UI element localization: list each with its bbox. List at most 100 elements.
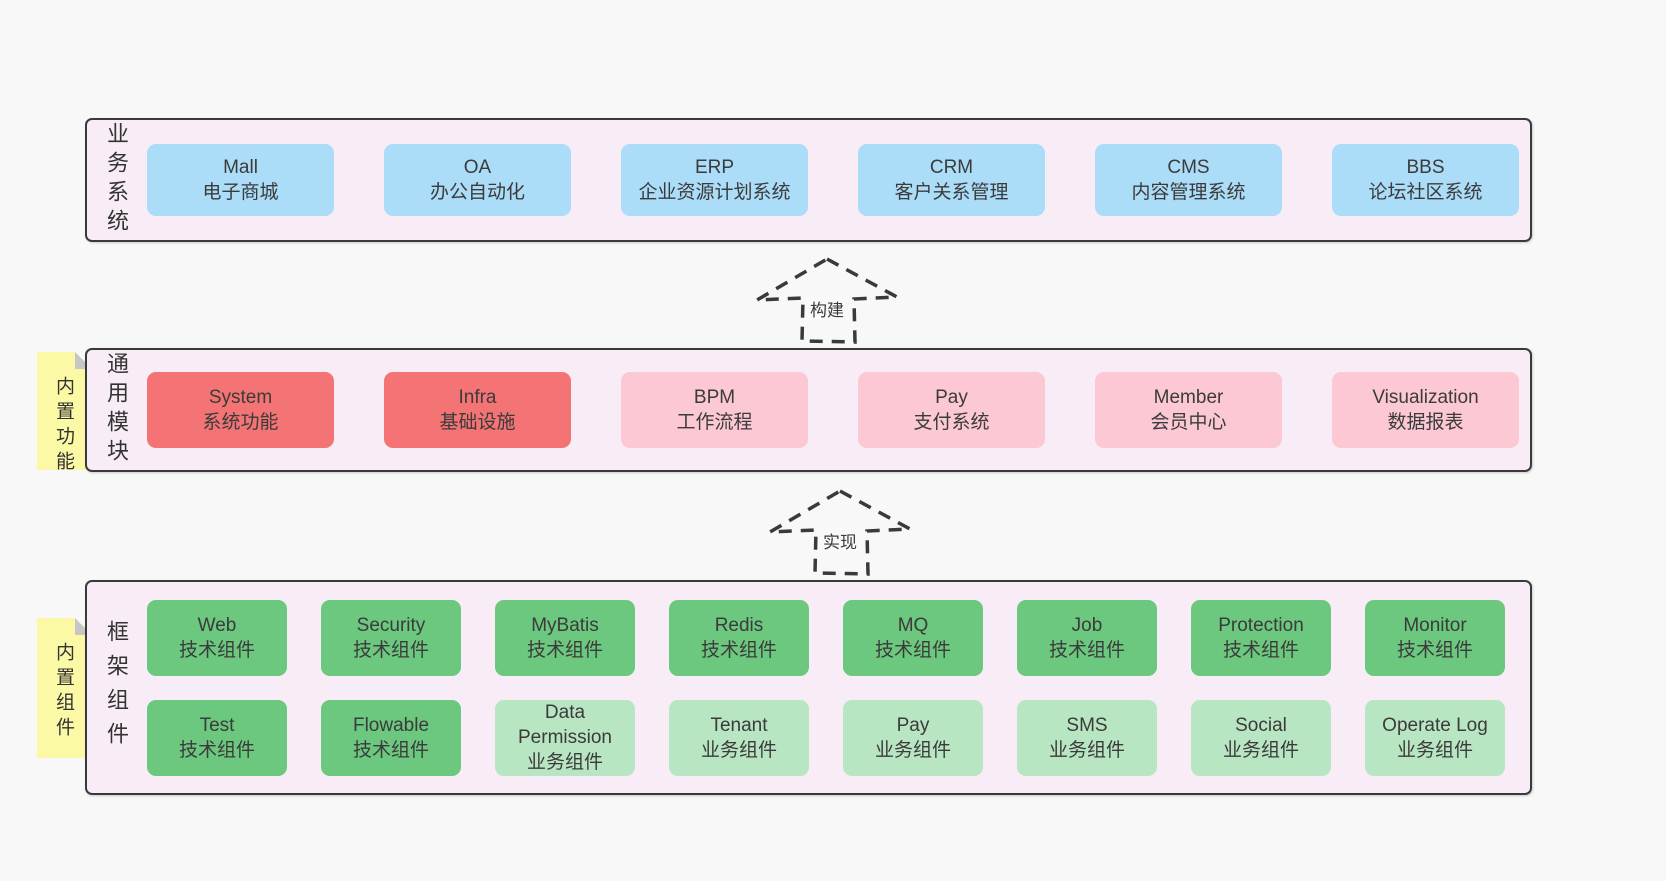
common-modules-label: 通用模块 — [104, 352, 129, 468]
section-common-modules: 通用模块 System 系统功能 Infra 基础设施 BPM 工作流程 Pay… — [85, 348, 1532, 472]
box-subtitle: 技术组件 — [526, 639, 603, 661]
box-monitor: Monitor 技术组件 — [1365, 599, 1505, 676]
box-subtitle: 企业资源计划系统 — [638, 182, 791, 203]
box-subtitle: 技术组件 — [178, 639, 255, 661]
box-title: Member — [1153, 387, 1224, 408]
box-pay-component: Pay 业务组件 — [843, 699, 983, 776]
framework-row-2: Test 技术组件 Flowable 技术组件 Data Permission … — [147, 699, 1505, 776]
box-subtitle: 基础设施 — [439, 412, 516, 433]
box-member: Member 会员中心 — [1095, 372, 1282, 448]
box-subtitle: 论坛社区系统 — [1368, 182, 1483, 203]
box-flowable: Flowable 技术组件 — [321, 699, 461, 776]
section-business-systems: 业务系统 Mall 电子商城 OA 办公自动化 ERP 企业资源计划系统 CRM… — [85, 118, 1532, 242]
box-sms: SMS 业务组件 — [1017, 699, 1157, 776]
box-social: Social 业务组件 — [1191, 699, 1331, 776]
box-title: Data Permission — [518, 702, 612, 748]
box-title: Infra — [458, 387, 497, 408]
framework-components-boxes: Web 技术组件 Security 技术组件 MyBatis 技术组件 Redi… — [147, 582, 1505, 793]
box-subtitle: 技术组件 — [1222, 639, 1299, 661]
box-test: Test 技术组件 — [147, 699, 287, 776]
box-subtitle: 技术组件 — [1048, 639, 1125, 661]
implement-arrow-label: 实现 — [818, 527, 862, 554]
box-subtitle: 办公自动化 — [429, 182, 525, 203]
framework-row-1: Web 技术组件 Security 技术组件 MyBatis 技术组件 Redi… — [147, 599, 1505, 676]
box-title: CRM — [929, 157, 974, 178]
box-tenant: Tenant 业务组件 — [669, 699, 809, 776]
box-title: Social — [1235, 714, 1287, 736]
build-arrow-label: 构建 — [805, 295, 849, 322]
box-protection: Protection 技术组件 — [1191, 599, 1331, 676]
box-subtitle: 会员中心 — [1150, 412, 1227, 433]
build-arrow: 构建 — [752, 254, 902, 346]
box-cms: CMS 内容管理系统 — [1095, 144, 1282, 216]
box-infra: Infra 基础设施 — [384, 372, 571, 448]
box-subtitle: 客户关系管理 — [894, 182, 1009, 203]
box-subtitle: 技术组件 — [700, 639, 777, 661]
box-data-permission: Data Permission 业务组件 — [495, 699, 635, 776]
box-title: Operate Log — [1382, 714, 1488, 736]
box-title: Tenant — [710, 714, 768, 736]
box-bbs: BBS 论坛社区系统 — [1332, 144, 1519, 216]
box-title: Protection — [1218, 614, 1304, 636]
implement-arrow: 实现 — [765, 486, 915, 578]
box-title: BPM — [693, 387, 736, 408]
box-subtitle: 技术组件 — [1396, 639, 1473, 661]
box-title: BBS — [1406, 157, 1445, 178]
box-title: MQ — [897, 614, 929, 636]
box-title: Test — [199, 714, 235, 736]
box-erp: ERP 企业资源计划系统 — [621, 144, 808, 216]
business-systems-label: 业务系统 — [104, 122, 129, 238]
box-title: System — [208, 387, 273, 408]
tag-built-in-features: 内置功能 — [37, 352, 92, 470]
box-title: Visualization — [1372, 387, 1479, 408]
box-job: Job 技术组件 — [1017, 599, 1157, 676]
box-title: Pay — [896, 714, 930, 736]
box-mq: MQ 技术组件 — [843, 599, 983, 676]
box-subtitle: 技术组件 — [352, 739, 429, 761]
box-title: Pay — [935, 387, 968, 408]
section-framework-components: 框架组件 Web 技术组件 Security 技术组件 MyBatis 技术组件… — [85, 580, 1532, 795]
box-title: MyBatis — [531, 614, 599, 636]
box-subtitle: 工作流程 — [676, 412, 753, 433]
box-subtitle: 数据报表 — [1387, 412, 1464, 433]
box-subtitle: 支付系统 — [913, 412, 990, 433]
box-mall: Mall 电子商城 — [147, 144, 334, 216]
framework-components-label: 框架组件 — [104, 619, 129, 756]
box-subtitle: 业务组件 — [1396, 739, 1473, 761]
box-title: Monitor — [1403, 614, 1467, 636]
box-title: CMS — [1167, 157, 1210, 178]
box-subtitle: 业务组件 — [1048, 739, 1125, 761]
box-subtitle: 内容管理系统 — [1131, 182, 1246, 203]
common-modules-boxes: System 系统功能 Infra 基础设施 BPM 工作流程 Pay 支付系统… — [147, 350, 1519, 470]
box-subtitle: 技术组件 — [352, 639, 429, 661]
box-operate-log: Operate Log 业务组件 — [1365, 699, 1505, 776]
box-title: Redis — [714, 614, 764, 636]
box-subtitle: 业务组件 — [526, 752, 603, 773]
box-visualization: Visualization 数据报表 — [1332, 372, 1519, 448]
box-title: ERP — [694, 157, 735, 178]
box-subtitle: 业务组件 — [1222, 739, 1299, 761]
tag-built-in-components: 内置组件 — [37, 618, 92, 758]
box-title: OA — [463, 157, 492, 178]
box-subtitle: 技术组件 — [178, 739, 255, 761]
box-crm: CRM 客户关系管理 — [858, 144, 1045, 216]
box-redis: Redis 技术组件 — [669, 599, 809, 676]
box-subtitle: 系统功能 — [202, 412, 279, 433]
box-subtitle: 业务组件 — [874, 739, 951, 761]
tag-built-in-features-label: 内置功能 — [53, 376, 74, 476]
box-oa: OA 办公自动化 — [384, 144, 571, 216]
box-subtitle: 技术组件 — [874, 639, 951, 661]
business-systems-boxes: Mall 电子商城 OA 办公自动化 ERP 企业资源计划系统 CRM 客户关系… — [147, 120, 1519, 240]
box-title: Mall — [223, 157, 258, 178]
box-security: Security 技术组件 — [321, 599, 461, 676]
box-mybatis: MyBatis 技术组件 — [495, 599, 635, 676]
box-bpm: BPM 工作流程 — [621, 372, 808, 448]
box-title: SMS — [1066, 714, 1108, 736]
box-title: Job — [1071, 614, 1103, 636]
box-subtitle: 电子商城 — [202, 182, 279, 203]
box-subtitle: 业务组件 — [700, 739, 777, 761]
box-title: Web — [197, 614, 237, 636]
box-system: System 系统功能 — [147, 372, 334, 448]
tag-built-in-components-label: 内置组件 — [53, 642, 74, 742]
